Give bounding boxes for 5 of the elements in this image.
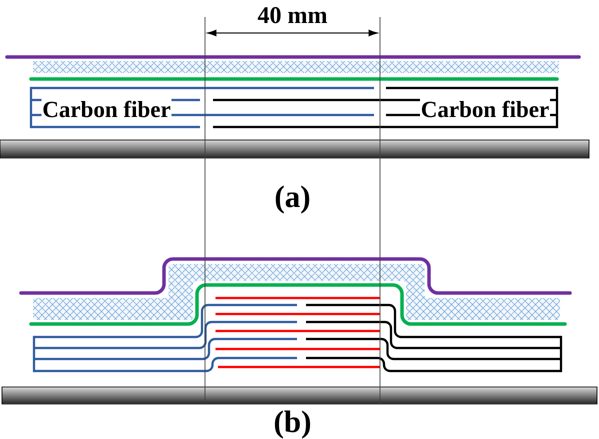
ply-label: Carbon fiber [42, 98, 172, 122]
dimension-label: 40 mm [258, 7, 328, 24]
ply-label: Carbon fiber [420, 98, 550, 122]
panel-label: (a) [276, 185, 310, 214]
panel-label: (b) [274, 410, 310, 439]
